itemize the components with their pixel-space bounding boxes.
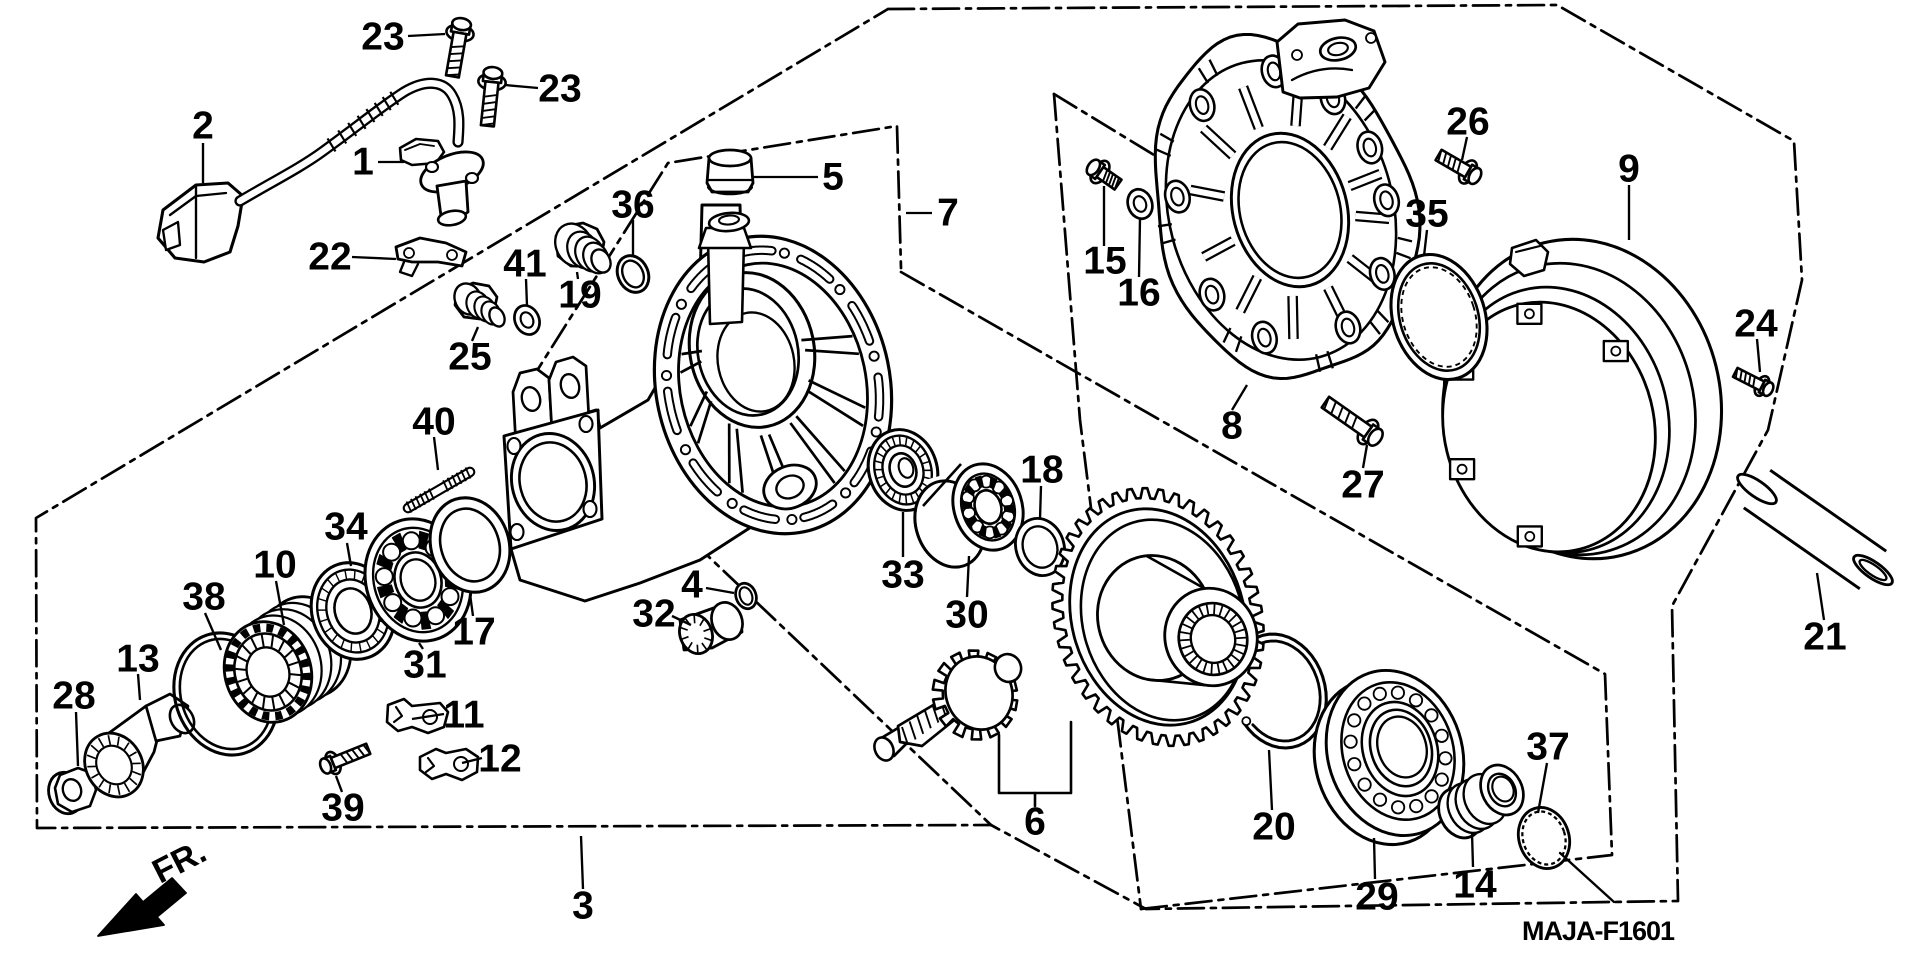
svg-text:4: 4: [681, 564, 703, 607]
svg-text:MAJA-F1601: MAJA-F1601: [1522, 916, 1675, 946]
svg-text:32: 32: [632, 593, 675, 636]
svg-text:28: 28: [52, 675, 95, 718]
svg-text:10: 10: [253, 544, 296, 587]
svg-text:14: 14: [1453, 864, 1497, 907]
svg-text:22: 22: [308, 236, 351, 279]
svg-text:41: 41: [503, 243, 546, 286]
svg-text:33: 33: [881, 554, 924, 597]
svg-text:39: 39: [321, 787, 364, 830]
svg-text:18: 18: [1020, 449, 1063, 492]
svg-text:37: 37: [1526, 726, 1569, 769]
svg-text:36: 36: [611, 184, 654, 227]
svg-text:30: 30: [945, 594, 988, 637]
svg-text:2: 2: [192, 105, 214, 148]
svg-text:23: 23: [538, 68, 581, 111]
svg-text:25: 25: [448, 336, 491, 379]
svg-text:31: 31: [403, 644, 446, 687]
svg-text:20: 20: [1252, 806, 1295, 849]
svg-text:7: 7: [937, 192, 959, 235]
svg-text:23: 23: [361, 16, 404, 59]
svg-text:6: 6: [1024, 801, 1046, 844]
svg-text:16: 16: [1117, 272, 1160, 315]
svg-text:3: 3: [572, 885, 594, 928]
svg-text:24: 24: [1734, 303, 1778, 346]
svg-text:19: 19: [558, 274, 601, 317]
svg-text:34: 34: [324, 506, 368, 549]
svg-text:11: 11: [443, 694, 484, 737]
svg-text:17: 17: [452, 611, 495, 654]
svg-text:5: 5: [822, 156, 844, 199]
svg-text:26: 26: [1446, 101, 1489, 144]
svg-text:1: 1: [352, 141, 374, 184]
svg-text:21: 21: [1803, 616, 1846, 659]
svg-text:9: 9: [1618, 148, 1640, 191]
svg-text:38: 38: [182, 576, 225, 619]
svg-text:13: 13: [116, 638, 159, 681]
svg-text:35: 35: [1405, 193, 1448, 236]
svg-text:27: 27: [1341, 464, 1384, 507]
svg-text:12: 12: [478, 738, 521, 781]
svg-text:8: 8: [1221, 405, 1243, 448]
svg-text:29: 29: [1355, 876, 1398, 919]
svg-text:40: 40: [412, 401, 455, 444]
